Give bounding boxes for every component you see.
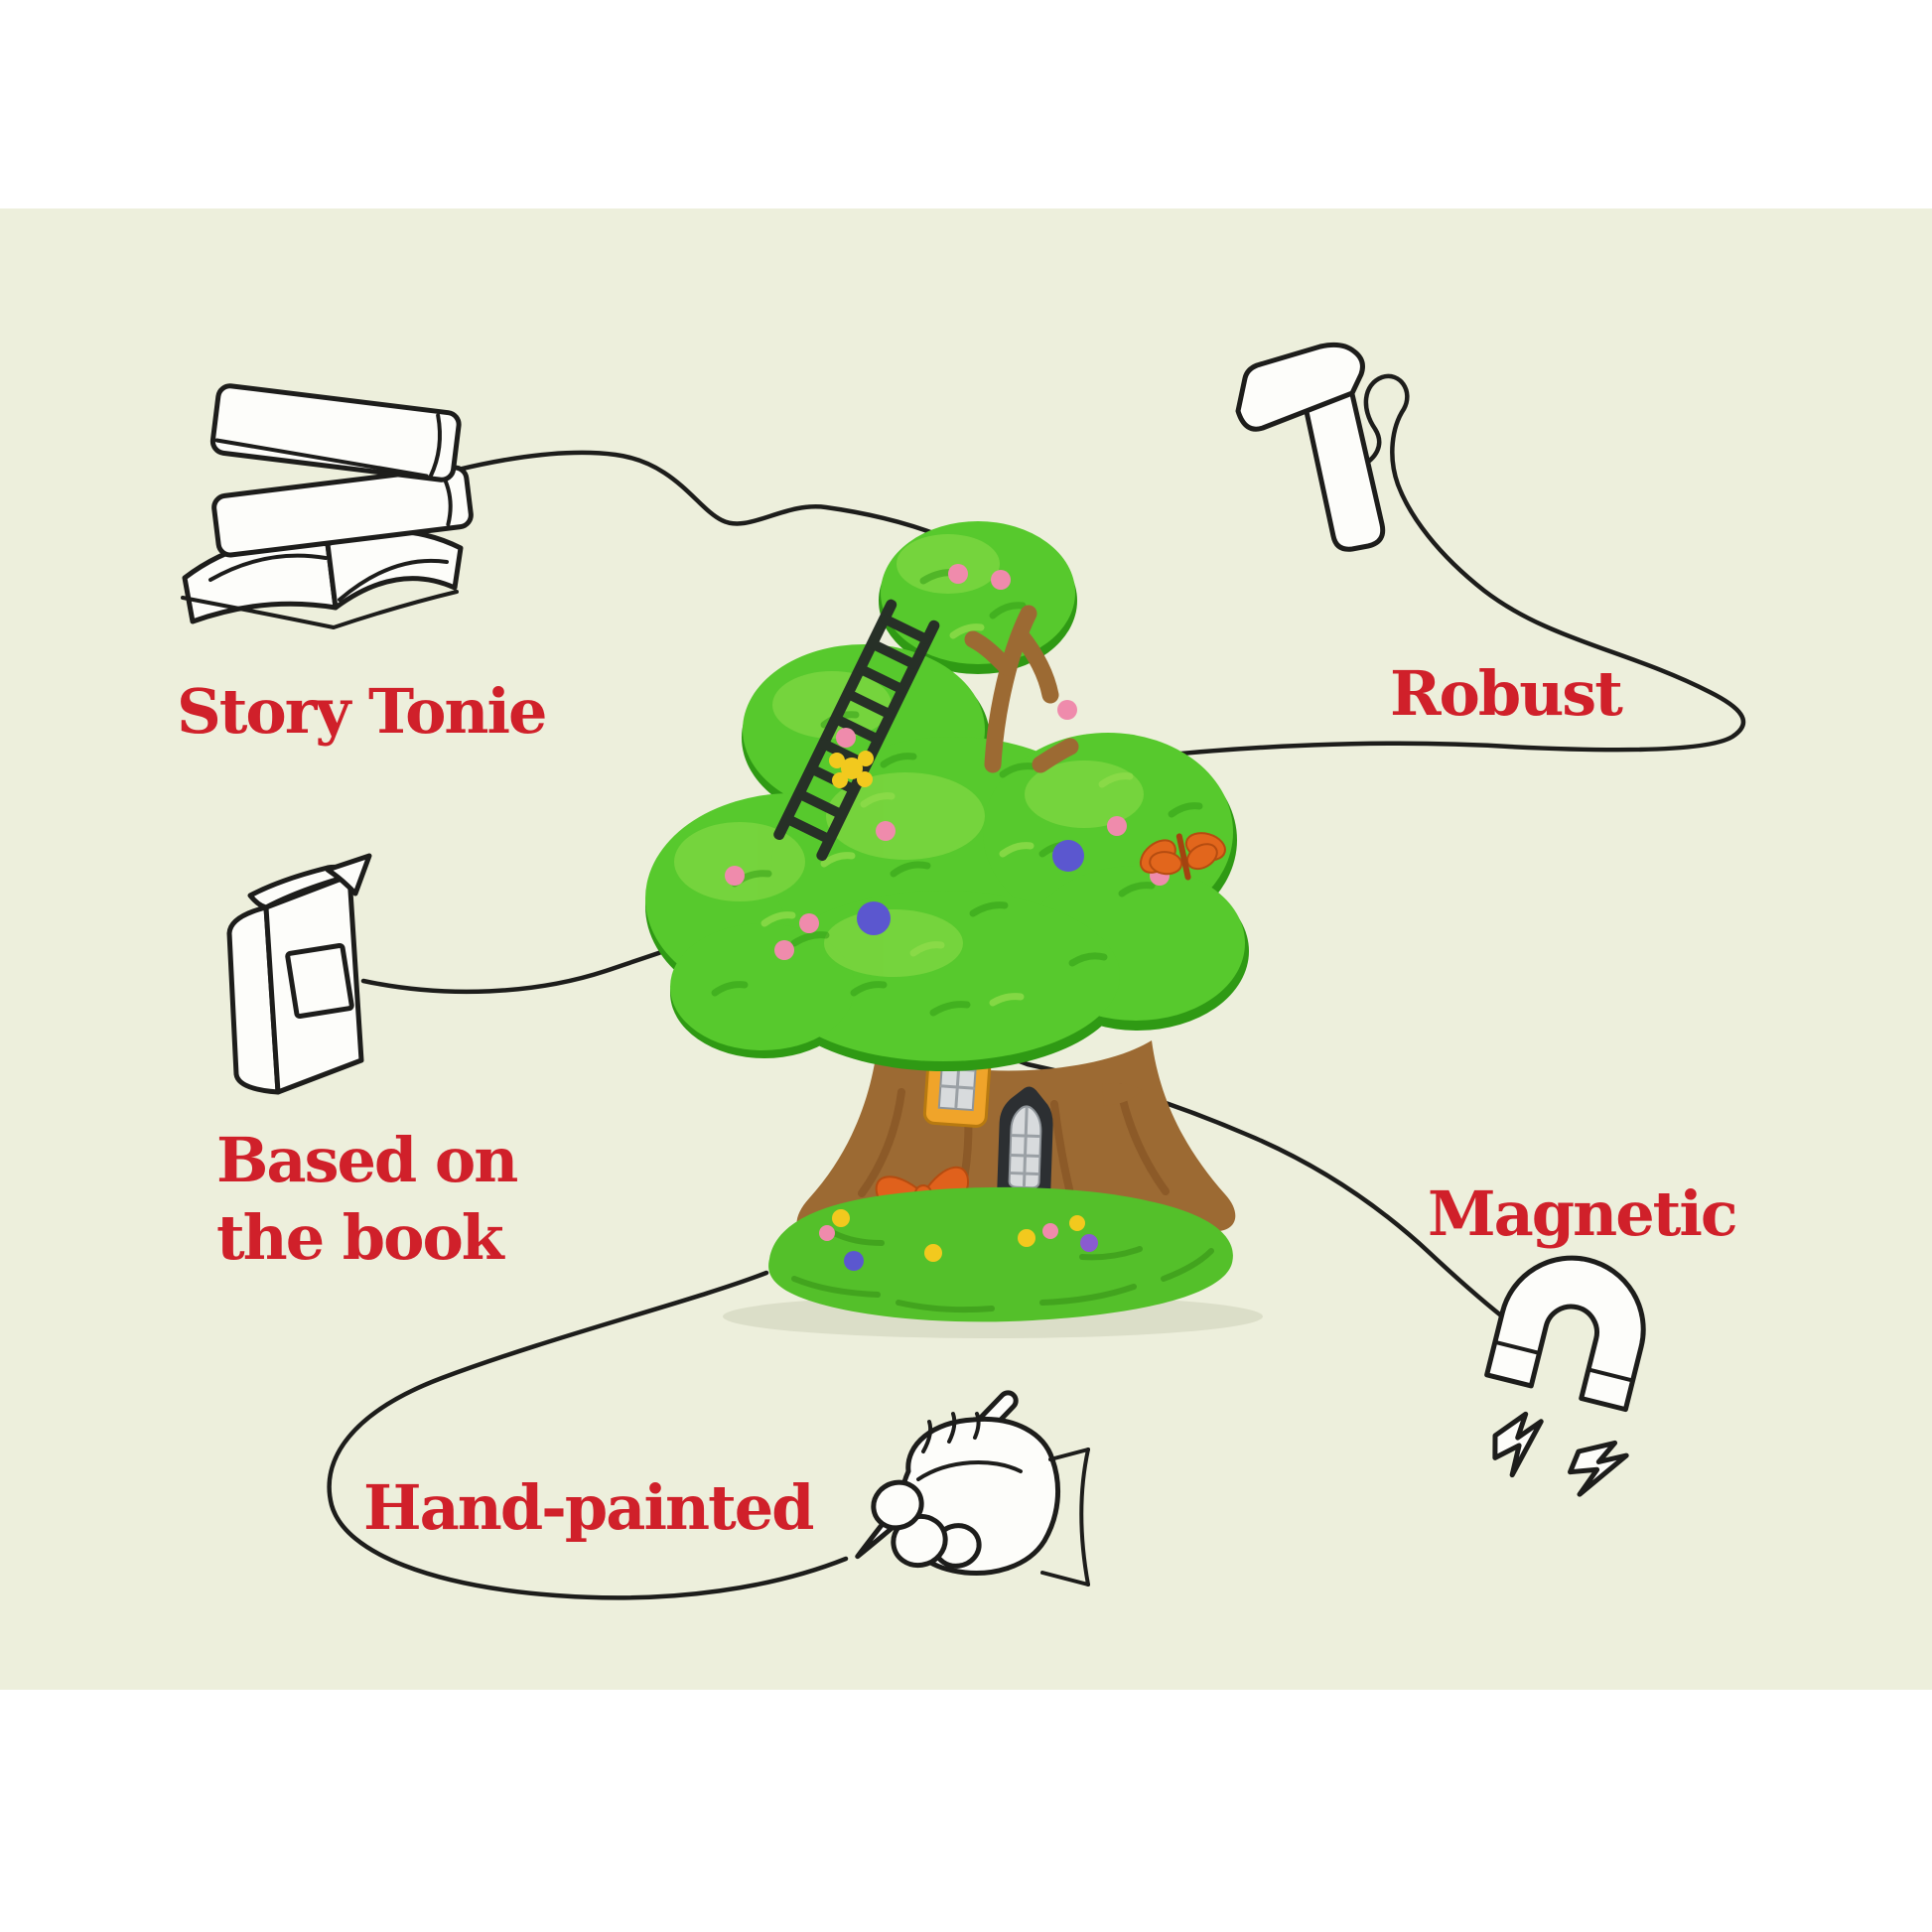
tree-foliage bbox=[645, 521, 1249, 1071]
grass-base bbox=[768, 1186, 1233, 1322]
tree-branches bbox=[964, 605, 1079, 773]
connector-books-to-tree bbox=[404, 450, 944, 539]
foliage-berries bbox=[725, 564, 1170, 960]
butterfly bbox=[1139, 832, 1226, 881]
magnet-spark-icon bbox=[1492, 1411, 1629, 1497]
connector-tree-to-hand-loop bbox=[327, 1270, 849, 1600]
black-window bbox=[997, 1086, 1053, 1198]
magnet-icon bbox=[1484, 1255, 1646, 1497]
books-stack-icon bbox=[181, 383, 474, 629]
connector-hammer-loop-to-tree bbox=[1139, 373, 1746, 760]
feature-label-robust: Robust bbox=[1390, 657, 1623, 730]
tree-figurine bbox=[645, 521, 1263, 1338]
feature-label-magnetic: Magnetic bbox=[1428, 1177, 1738, 1250]
feature-label-story-tonie: Story Tonie bbox=[177, 675, 547, 748]
feature-label-based-on-the-book: Based on the book bbox=[216, 1124, 518, 1274]
hand-paintbrush-icon bbox=[855, 1390, 1090, 1587]
book-icon bbox=[226, 853, 372, 1095]
feature-label-hand-painted: Hand-painted bbox=[363, 1471, 815, 1544]
ladder bbox=[773, 599, 940, 862]
yellow-flower bbox=[829, 751, 874, 788]
hammer-icon bbox=[1235, 342, 1386, 552]
